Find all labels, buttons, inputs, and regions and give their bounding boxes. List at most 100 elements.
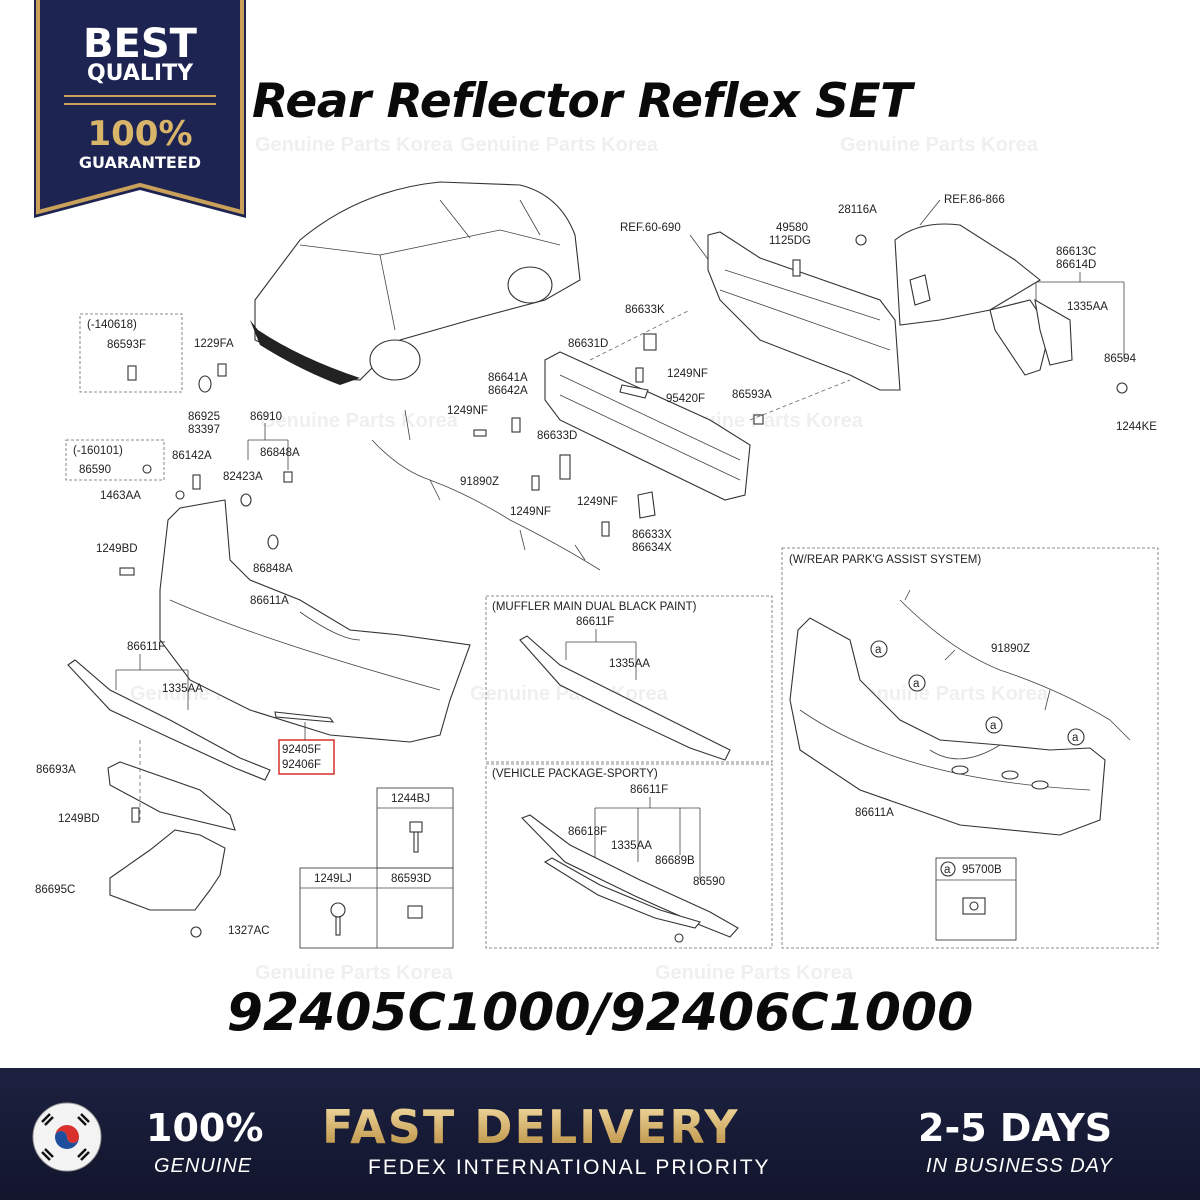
label: 86633K (625, 304, 665, 316)
label: 86613C (1056, 246, 1096, 258)
label: 86693A (36, 764, 76, 776)
label: 49580 (776, 222, 808, 234)
label: 1244BJ (391, 793, 430, 805)
label: 92405F (282, 744, 321, 756)
label: REF.86-866 (944, 194, 1005, 206)
genuine-percent: 100% (146, 1106, 264, 1150)
label: 86611F (576, 616, 614, 628)
label: 82423A (223, 471, 263, 483)
heat-shield-part (109, 829, 226, 911)
footer-banner (0, 1068, 1200, 1200)
badge-guaranteed: GUARANTEED (78, 153, 202, 172)
watermark: Genuine Parts Korea (255, 962, 453, 984)
label: 86614D (1056, 259, 1096, 271)
label: 86642A (488, 385, 528, 397)
label: 95420F (666, 393, 705, 405)
label: 86611A (855, 807, 894, 819)
watermark: Genuine Parts Korea (460, 134, 658, 156)
label: a (875, 644, 882, 656)
label: REF.60-690 (620, 222, 681, 234)
label: 1249LJ (314, 873, 352, 885)
label: 86590 (693, 876, 725, 888)
label: 86695C (35, 884, 75, 896)
label: (-160101) (73, 445, 123, 457)
back-panel (707, 231, 901, 391)
label: (-140618) (87, 319, 137, 331)
label: 28116A (838, 204, 877, 216)
label: 86593F (107, 339, 146, 351)
page-title: Rear Reflector Reflex SET (252, 74, 912, 129)
part-numbers: 92405C1000/92406C1000 (226, 983, 974, 1043)
badge-100: 100% (87, 114, 193, 154)
label: 1463AA (100, 490, 141, 502)
korea-flag-icon (32, 1102, 102, 1172)
delivery-days-label: IN BUSINESS DAY (926, 1155, 1113, 1177)
label: 86590 (79, 464, 111, 476)
reflector-part (274, 711, 335, 723)
fastener-table: 1244BJ 1249LJ 86593D (299, 787, 454, 949)
sporty-variant-box (485, 763, 773, 949)
label: 86848A (260, 447, 300, 459)
label: 1249NF (447, 405, 488, 417)
badge-quality: QUALITY (86, 61, 194, 86)
sporty-lip-part (521, 814, 739, 938)
label: 86593A (732, 389, 772, 401)
parts-diagram: (-140618) 86593F 1229FA 86925 83397 8691… (35, 181, 1159, 949)
park-assist-variant-box (781, 547, 1159, 949)
label: 86848A (253, 563, 293, 575)
variant-box-160101 (65, 439, 165, 481)
watermark: Genuine Parts Korea (655, 962, 853, 984)
watermark: Genuine Parts Korea (260, 410, 458, 432)
label: 91890Z (460, 476, 499, 488)
label: 1327AC (228, 925, 270, 937)
rear-bumper-cover (159, 499, 471, 743)
label: a (1072, 732, 1079, 744)
label: 86634X (632, 542, 672, 554)
watermark: Genuine Parts Korea (255, 134, 453, 156)
label: 83397 (188, 424, 220, 436)
label: 86618F (568, 826, 607, 838)
label: 86142A (172, 450, 212, 462)
label: 1249BD (96, 543, 138, 555)
label: 1244KE (1116, 421, 1157, 433)
fender-section (894, 223, 1041, 326)
label: 86611F (127, 641, 165, 653)
label: a (913, 678, 920, 690)
label: 1125DG (769, 235, 811, 247)
label: 1249BD (58, 813, 100, 825)
sensor-legend-box (935, 857, 1017, 941)
watermark: Genuine Parts Korea (840, 134, 1038, 156)
label: a (944, 864, 951, 876)
label: 91890Z (991, 643, 1030, 655)
variant-box-140618 (79, 313, 183, 393)
label: 86641A (488, 372, 528, 384)
rear-bumper-cover-park-assist (789, 617, 1106, 836)
label: (VEHICLE PACKAGE-SPORTY) (492, 768, 658, 780)
label: 1335AA (1067, 301, 1108, 313)
label: (MUFFLER MAIN DUAL BLACK PAINT) (492, 601, 697, 613)
label: a (990, 720, 997, 732)
fast-delivery-heading: FAST DELIVERY (322, 1100, 740, 1154)
shipping-method: FEDEX INTERNATIONAL PRIORITY (368, 1156, 771, 1179)
label: 86611F (630, 784, 668, 796)
label: 1249NF (667, 368, 708, 380)
genuine-label: GENUINE (154, 1155, 253, 1177)
quality-badge (34, 0, 246, 218)
side-bracket (989, 299, 1051, 376)
label: 86631D (568, 338, 608, 350)
label: 1335AA (611, 840, 652, 852)
label: 86611A (250, 595, 289, 607)
muffler-lip-part (519, 635, 731, 761)
lower-lip-part (67, 659, 271, 781)
muffler-variant-box (485, 595, 773, 763)
park-wiring-harness (899, 599, 1111, 721)
reflector-highlight-box (278, 739, 335, 775)
label: 92406F (282, 759, 321, 771)
delivery-days: 2-5 DAYS (918, 1106, 1113, 1150)
label: 86633D (537, 430, 577, 442)
label: 1335AA (609, 658, 650, 670)
label: 86633X (632, 529, 672, 541)
label: 86910 (250, 411, 282, 423)
label: 1229FA (194, 338, 234, 350)
label: 86925 (188, 411, 220, 423)
